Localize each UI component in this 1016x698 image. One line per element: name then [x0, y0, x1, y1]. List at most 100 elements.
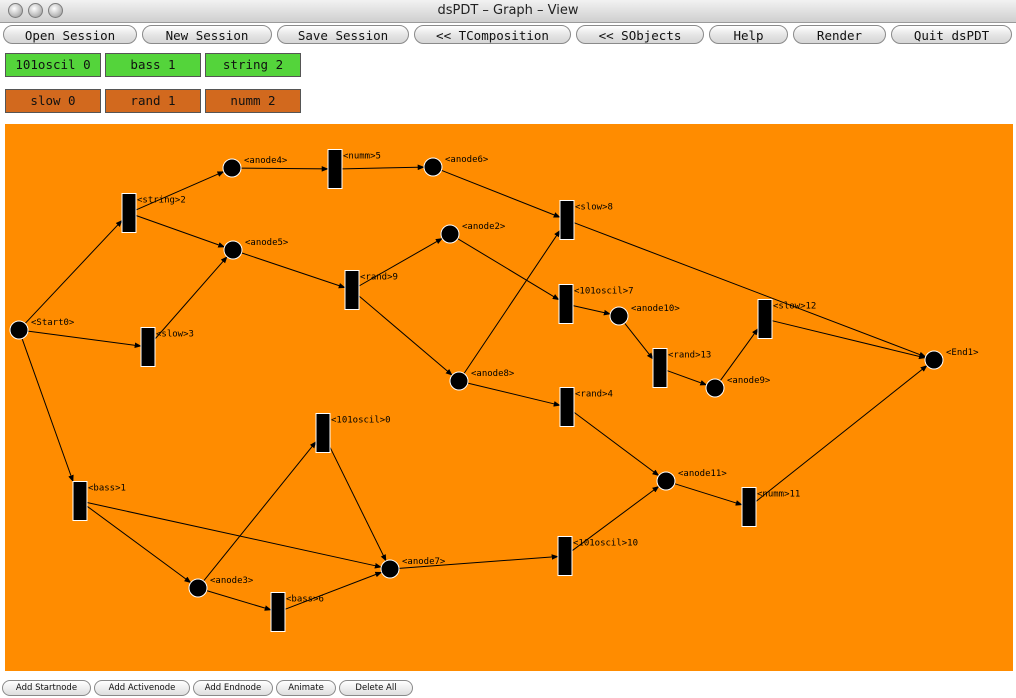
place-node-anode9[interactable]: <anode9>: [705, 376, 771, 398]
transition-node-rand9[interactable]: <rand>9: [344, 270, 398, 310]
graph-arc: [21, 338, 74, 483]
place-circle[interactable]: [440, 224, 460, 244]
graph-arc: [341, 164, 425, 171]
window-title: dsPDT – Graph – View: [437, 3, 579, 18]
render-button[interactable]: Render: [793, 25, 886, 44]
transition-node-bass6[interactable]: <bass>6: [270, 592, 324, 632]
transition-bar[interactable]: [121, 193, 137, 233]
graph-arc: [27, 330, 142, 349]
place-node-anode7[interactable]: <anode7>: [380, 557, 446, 579]
sobjects-button[interactable]: << SObjects: [576, 25, 704, 44]
place-circle[interactable]: [449, 371, 469, 391]
transition-label: <numm>5: [343, 152, 381, 162]
transition-bar[interactable]: [270, 592, 286, 632]
sound-object-chip[interactable]: string 2: [205, 53, 301, 77]
transition-node-oscil7[interactable]: <101oscil>7: [558, 284, 634, 324]
add-activenode-button[interactable]: Add Activenode: [94, 680, 190, 696]
transition-bar[interactable]: [315, 413, 331, 453]
transition-node-rand4[interactable]: <rand>4: [559, 387, 613, 427]
graph-arc: [240, 166, 329, 172]
transition-node-oscil10[interactable]: <101oscil>10: [557, 536, 638, 576]
transition-node-oscil0[interactable]: <101oscil>0: [315, 413, 391, 453]
transition-bar[interactable]: [741, 487, 757, 527]
place-label: <anode8>: [471, 369, 515, 379]
window-titlebar: dsPDT – Graph – View: [0, 0, 1016, 23]
tcomposition-button[interactable]: << TComposition: [414, 25, 571, 44]
place-circle[interactable]: [380, 559, 400, 579]
transform-chip[interactable]: slow 0: [5, 89, 101, 113]
help-button[interactable]: Help: [709, 25, 788, 44]
transition-bar[interactable]: [344, 270, 360, 310]
animate-button[interactable]: Animate: [276, 680, 336, 696]
graph-arc: [86, 502, 382, 569]
transition-node-bass1[interactable]: <bass>1: [72, 481, 126, 521]
add-endnode-button[interactable]: Add Endnode: [193, 680, 273, 696]
place-circle[interactable]: [188, 578, 208, 598]
transition-bar[interactable]: [557, 536, 573, 576]
place-circle[interactable]: [222, 158, 242, 178]
transition-bar[interactable]: [652, 348, 668, 388]
place-label: <End1>: [946, 348, 979, 358]
transition-node-string2[interactable]: <string>2: [121, 193, 186, 233]
graph-arc: [624, 322, 654, 360]
add-startnode-button[interactable]: Add Startnode: [2, 680, 91, 696]
transition-bar[interactable]: [558, 284, 574, 324]
place-node-anode2[interactable]: <anode2>: [440, 222, 506, 244]
graph-canvas[interactable]: <Start0> <anode4> <anode6> <anode5> <anode2>…: [5, 124, 1013, 671]
quit-button[interactable]: Quit dsPDT: [891, 25, 1012, 44]
transition-bar[interactable]: [559, 200, 575, 240]
sound-object-chip[interactable]: 101oscil 0: [5, 53, 101, 77]
place-node-anode11[interactable]: <anode11>: [656, 469, 727, 491]
zoom-window-button[interactable]: [48, 3, 63, 18]
transition-node-numm11[interactable]: <numm>11: [741, 487, 800, 527]
place-circle[interactable]: [924, 350, 944, 370]
transition-node-numm5[interactable]: <numm>5: [327, 149, 381, 189]
graph-arc: [573, 411, 660, 477]
transform-chip[interactable]: numm 2: [205, 89, 301, 113]
close-window-button[interactable]: [8, 3, 23, 18]
transition-bar[interactable]: [72, 481, 88, 521]
transition-node-slow3[interactable]: <slow>3: [140, 327, 194, 367]
transition-label: <bass>1: [88, 484, 126, 494]
delete-all-button[interactable]: Delete All: [339, 680, 413, 696]
transition-label: <101oscil>7: [574, 287, 634, 297]
place-node-anode6[interactable]: <anode6>: [423, 155, 489, 177]
new-session-button[interactable]: New Session: [142, 25, 272, 44]
place-node-anode5[interactable]: <anode5>: [223, 238, 289, 260]
transition-bar[interactable]: [757, 299, 773, 339]
transition-label: <101oscil>0: [331, 416, 391, 426]
open-session-button[interactable]: Open Session: [3, 25, 137, 44]
graph-arc: [241, 252, 346, 289]
place-node-anode4[interactable]: <anode4>: [222, 156, 288, 178]
place-label: <anode11>: [678, 469, 727, 479]
transition-label: <rand>4: [575, 390, 613, 400]
place-circle[interactable]: [609, 306, 629, 326]
transition-bar[interactable]: [327, 149, 343, 189]
transition-node-slow12[interactable]: <slow>12: [757, 299, 816, 339]
graph-arc: [771, 320, 926, 360]
minimize-window-button[interactable]: [28, 3, 43, 18]
place-node-end1[interactable]: <End1>: [924, 348, 979, 370]
place-node-start0[interactable]: <Start0>: [9, 318, 75, 340]
place-circle[interactable]: [423, 157, 443, 177]
graph-arc: [467, 382, 561, 407]
transition-node-slow8[interactable]: <slow>8: [559, 200, 613, 240]
place-circle[interactable]: [705, 378, 725, 398]
save-session-button[interactable]: Save Session: [277, 25, 409, 44]
place-node-anode3[interactable]: <anode3>: [188, 576, 254, 598]
sound-object-chip[interactable]: bass 1: [105, 53, 201, 77]
place-node-anode10[interactable]: <anode10>: [609, 304, 680, 326]
graph-arc: [572, 305, 611, 316]
place-circle[interactable]: [9, 320, 29, 340]
place-node-anode8[interactable]: <anode8>: [449, 369, 515, 391]
graph-arc: [358, 238, 443, 287]
petri-net-graph[interactable]: <Start0> <anode4> <anode6> <anode5> <anode2>…: [5, 124, 1013, 671]
place-circle[interactable]: [656, 471, 676, 491]
transform-chip[interactable]: rand 1: [105, 89, 201, 113]
transition-node-rand13[interactable]: <rand>13: [652, 348, 711, 388]
place-label: <anode7>: [402, 557, 446, 567]
transition-bar[interactable]: [140, 327, 156, 367]
graph-arc: [154, 256, 228, 340]
transition-bar[interactable]: [559, 387, 575, 427]
place-circle[interactable]: [223, 240, 243, 260]
